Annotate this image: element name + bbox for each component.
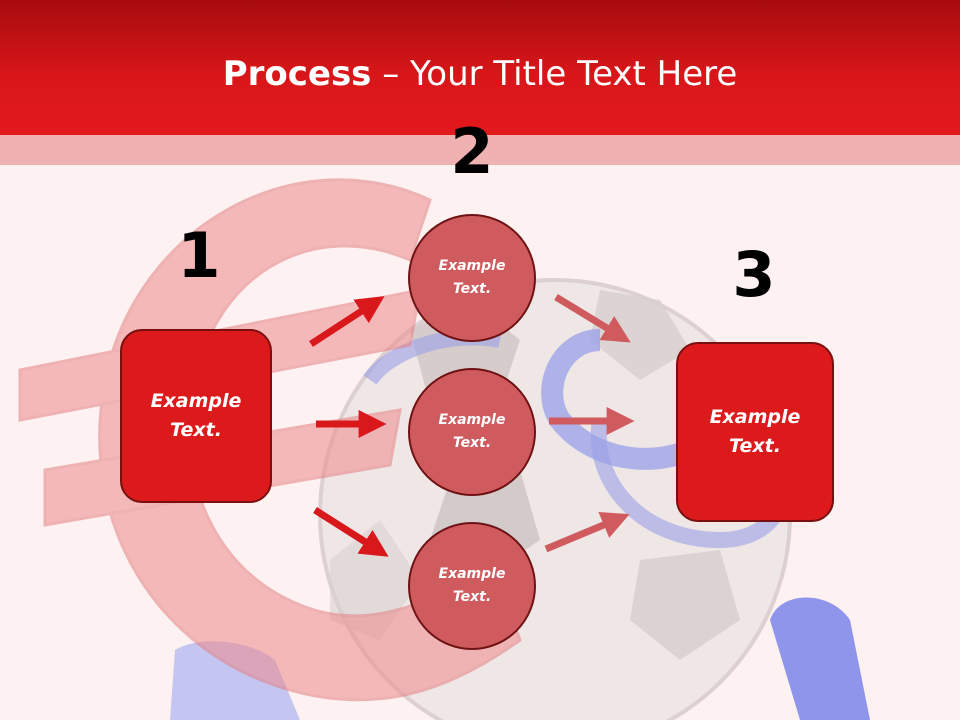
step-1-label: Example Text. xyxy=(150,390,242,441)
arrow-to-top-circle xyxy=(309,296,385,347)
step-1-box: Example Text. xyxy=(120,329,272,503)
circle-bottom-label: Example Text. xyxy=(438,566,506,605)
circle-top: Example Text. xyxy=(408,214,536,342)
step-number-3: 3 xyxy=(732,238,776,311)
circle-top-label: Example Text. xyxy=(438,258,506,297)
title-bold: Process xyxy=(222,54,372,94)
title-band xyxy=(0,135,960,165)
circle-middle-label: Example Text. xyxy=(438,412,506,451)
circle-bottom: Example Text. xyxy=(408,522,536,650)
title-rest: – Your Title Text Here xyxy=(371,54,738,94)
arrow-from-bottom-circle xyxy=(544,512,630,553)
step-number-1: 1 xyxy=(177,219,221,292)
circle-middle: Example Text. xyxy=(408,368,536,496)
step-3-label: Example Text. xyxy=(709,406,801,457)
slide-title: Process – Your Title Text Here xyxy=(0,52,960,96)
step-3-box: Example Text. xyxy=(676,342,834,522)
arrow-to-bottom-circle xyxy=(313,507,389,557)
arrow-from-top-circle xyxy=(554,294,631,343)
title-bar xyxy=(0,0,960,135)
step-number-2: 2 xyxy=(450,115,494,188)
